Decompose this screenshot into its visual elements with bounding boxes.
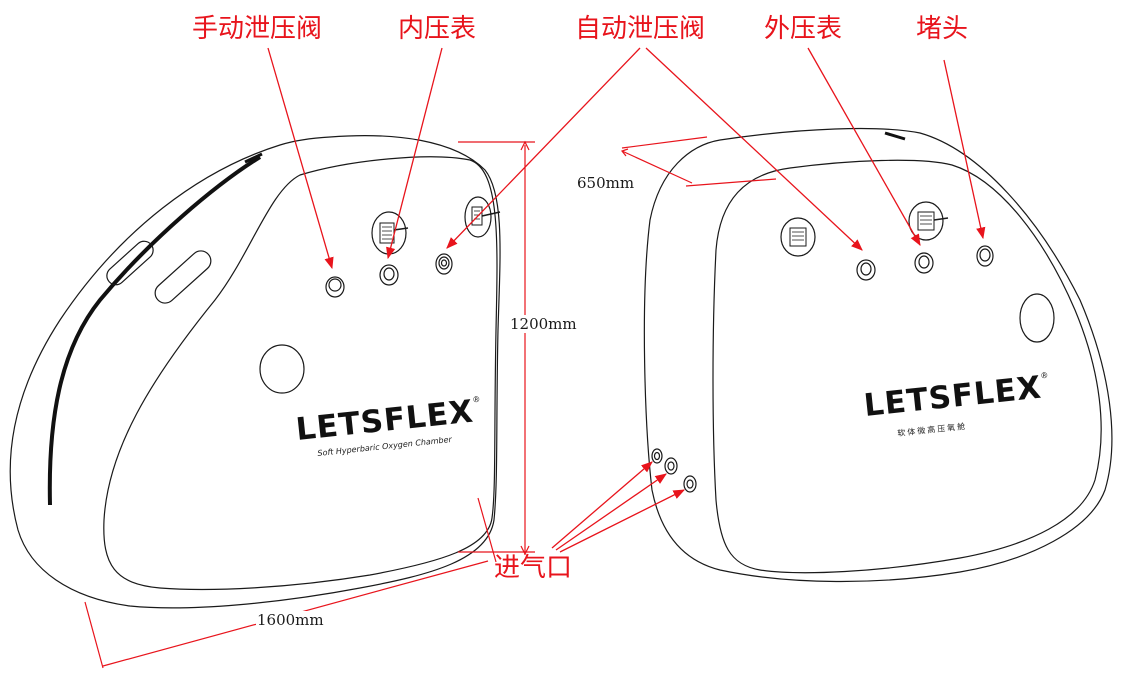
left-chamber-zipper: [47, 155, 262, 506]
leader-air-inlet-2: [555, 473, 667, 551]
outer-gauge-label: 外压表: [764, 14, 843, 44]
auto-relief-valve-right: [856, 259, 876, 281]
auto-relief-valve-label: 自动泄压阀: [575, 14, 706, 44]
leader-air-inlet-3: [559, 489, 686, 553]
leader-inner-gauge: [386, 47, 443, 260]
outer-gauge-connector-right: [914, 252, 934, 274]
height-dimension-label: 1200mm: [509, 315, 578, 333]
right-chamber-end-face: [712, 159, 1102, 574]
leader-arrows: [267, 47, 986, 553]
left-chamber-outer-body: [9, 135, 501, 609]
inner-gauge-right: [780, 217, 816, 257]
air-inlet: [664, 457, 678, 475]
depth-dimension-label: 650mm: [576, 174, 636, 192]
inner-gauge-connector-left: [379, 264, 399, 286]
leader-manual-relief-valve: [267, 47, 334, 270]
depth-dimension-line: [621, 150, 693, 184]
auto-relief-valve-left: [435, 253, 453, 275]
leader-auto-relief-valve-right: [645, 47, 863, 251]
air-inlet-label: 进气口: [494, 553, 573, 583]
length-dimension-label: 1600mm: [256, 611, 325, 629]
left-chamber-end-face: [103, 156, 498, 591]
manual-relief-valve-label: 手动泄压阀: [192, 14, 323, 44]
right-chamber: [643, 127, 1113, 583]
left-chamber-port: [259, 344, 305, 394]
left-chamber: [9, 135, 501, 609]
left-chamber-window-slot: [106, 240, 154, 286]
left-chamber-window-slot: [154, 250, 212, 304]
right-chamber-outer-body: [643, 127, 1113, 583]
plug-label: 堵头: [916, 14, 969, 44]
leader-air-inlet-1: [551, 461, 653, 549]
air-inlet: [683, 475, 697, 493]
leader-auto-relief-valve-left: [446, 47, 641, 249]
leader-plug: [943, 59, 986, 240]
air-inlet: [651, 448, 663, 464]
manual-relief-valve-left: [325, 276, 345, 298]
leader-outer-gauge: [807, 47, 921, 247]
inner-gauge-label: 内压表: [398, 14, 477, 44]
plug-right: [976, 245, 994, 267]
right-chamber-port: [1019, 293, 1055, 343]
outer-gauge-right: [908, 201, 949, 241]
